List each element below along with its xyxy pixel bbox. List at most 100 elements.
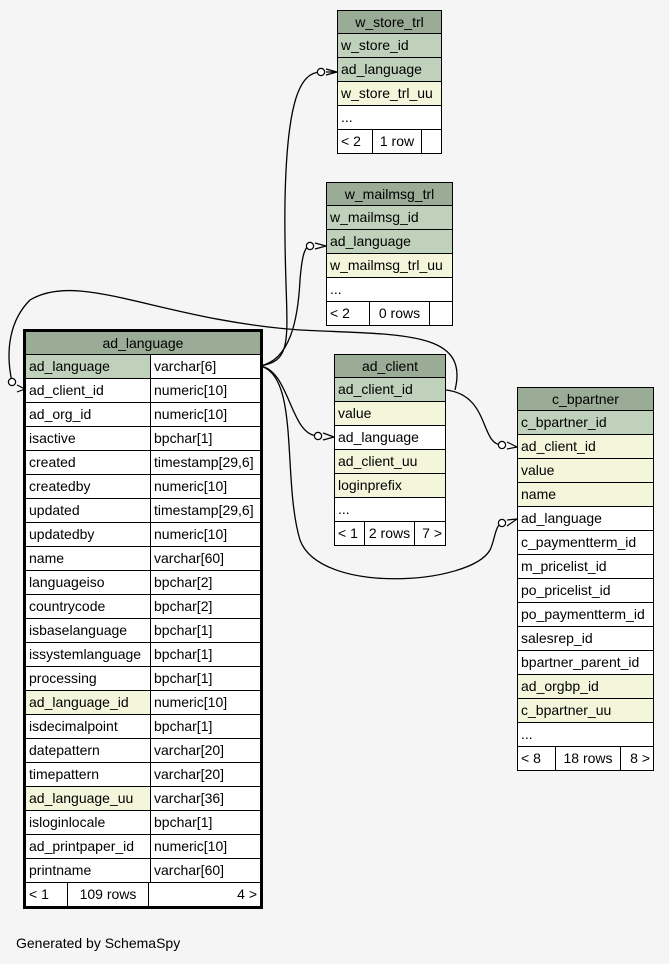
column-row[interactable]: value <box>518 459 653 483</box>
column-row[interactable]: c_bpartner_id <box>518 411 653 435</box>
column-name: ad_language <box>330 233 411 249</box>
column-type: numeric[10] <box>150 835 260 858</box>
column-row[interactable]: po_pricelist_id <box>518 579 653 603</box>
column-row[interactable]: po_paymentterm_id <box>518 603 653 627</box>
column-row[interactable]: ad_language_uu varchar[36] <box>26 787 260 811</box>
column-row[interactable]: c_bpartner_uu <box>518 699 653 723</box>
table-w_store_trl[interactable]: w_store_trl w_store_id ad_language w_sto… <box>337 10 442 154</box>
column-row[interactable]: ad_language <box>518 507 653 531</box>
column-type: varchar[60] <box>150 547 260 570</box>
column-type: timestamp[29,6] <box>150 499 260 522</box>
column-name: w_mailmsg_trl_uu <box>330 257 443 273</box>
column-row[interactable]: ad_language <box>327 230 452 254</box>
column-row[interactable]: ad_client_id <box>335 378 445 402</box>
column-type: bpchar[2] <box>150 571 260 594</box>
children-count[interactable]: 4 > <box>148 883 260 906</box>
column-name: timepattern <box>29 766 100 782</box>
column-row[interactable]: ad_orgbp_id <box>518 675 653 699</box>
table-footer: < 8 18 rows 8 > <box>518 747 653 770</box>
column-row[interactable]: ... <box>518 723 653 747</box>
column-row[interactable]: ad_client_uu <box>335 450 445 474</box>
table-w_mailmsg_trl[interactable]: w_mailmsg_trl w_mailmsg_id ad_language w… <box>326 182 453 326</box>
table-c_bpartner[interactable]: c_bpartner c_bpartner_id ad_client_id va… <box>517 387 654 771</box>
column-row[interactable]: ... <box>335 498 445 522</box>
column-name: ad_language_uu <box>29 790 134 806</box>
zero-many-marker <box>313 431 323 441</box>
children-count[interactable] <box>429 302 452 325</box>
column-row[interactable]: value <box>335 402 445 426</box>
crowfoot-marker <box>506 518 518 527</box>
generator-credit: Generated by SchemaSpy <box>16 935 181 951</box>
column-row[interactable]: ad_language <box>335 426 445 450</box>
column-type: varchar[36] <box>150 787 260 810</box>
zero-many-marker <box>305 241 315 251</box>
column-row[interactable]: ad_language <box>338 58 441 82</box>
parents-count[interactable]: < 8 <box>521 750 541 766</box>
edge-c_bpartner-ad_language <box>259 365 503 580</box>
column-name: value <box>338 405 372 421</box>
column-name: w_mailmsg_id <box>330 209 419 225</box>
table-title[interactable]: ad_client <box>335 355 445 378</box>
table-ad_client[interactable]: ad_client ad_client_id value ad_language… <box>334 354 446 546</box>
column-row[interactable]: ... <box>338 106 441 130</box>
table-title[interactable]: c_bpartner <box>518 388 653 411</box>
table-title[interactable]: w_mailmsg_trl <box>327 183 452 206</box>
edge-ad_language-ad_client <box>8 289 458 391</box>
column-name: po_paymentterm_id <box>521 606 645 622</box>
column-row[interactable]: ad_client_id <box>518 435 653 459</box>
table-title[interactable]: w_store_trl <box>338 11 441 34</box>
column-name: countrycode <box>29 598 106 614</box>
parents-count[interactable]: < 2 <box>341 133 361 149</box>
column-name: ad_language <box>341 61 422 77</box>
parents-count[interactable]: < 2 <box>330 305 350 321</box>
table-title[interactable]: ad_language <box>26 332 260 355</box>
zero-many-marker <box>316 67 326 77</box>
column-row[interactable]: ... <box>327 278 452 302</box>
row-count: 0 rows <box>369 302 429 325</box>
parents-count[interactable]: < 1 <box>338 525 358 541</box>
children-count[interactable] <box>421 130 441 153</box>
children-count[interactable]: 7 > <box>414 522 445 545</box>
column-type: varchar[20] <box>150 739 260 762</box>
column-type: bpchar[1] <box>150 667 260 690</box>
column-row[interactable]: w_store_trl_uu <box>338 82 441 106</box>
column-row[interactable]: w_store_id <box>338 34 441 58</box>
column-name: w_store_id <box>341 37 409 53</box>
column-row[interactable]: m_pricelist_id <box>518 555 653 579</box>
children-count[interactable]: 8 > <box>620 747 653 770</box>
column-row[interactable]: salesrep_id <box>518 627 653 651</box>
column-row[interactable]: bpartner_parent_id <box>518 651 653 675</box>
edge-ad_client-ad_language <box>259 365 319 437</box>
column-row[interactable]: w_mailmsg_id <box>327 206 452 230</box>
column-row[interactable]: loginprefix <box>335 474 445 498</box>
parents-count[interactable]: < 1 <box>29 886 49 902</box>
column-type: bpchar[1] <box>150 427 260 450</box>
column-row[interactable]: w_mailmsg_trl_uu <box>327 254 452 278</box>
column-type: bpchar[1] <box>150 811 260 834</box>
column-row[interactable]: name <box>518 483 653 507</box>
column-row[interactable]: c_paymentterm_id <box>518 531 653 555</box>
